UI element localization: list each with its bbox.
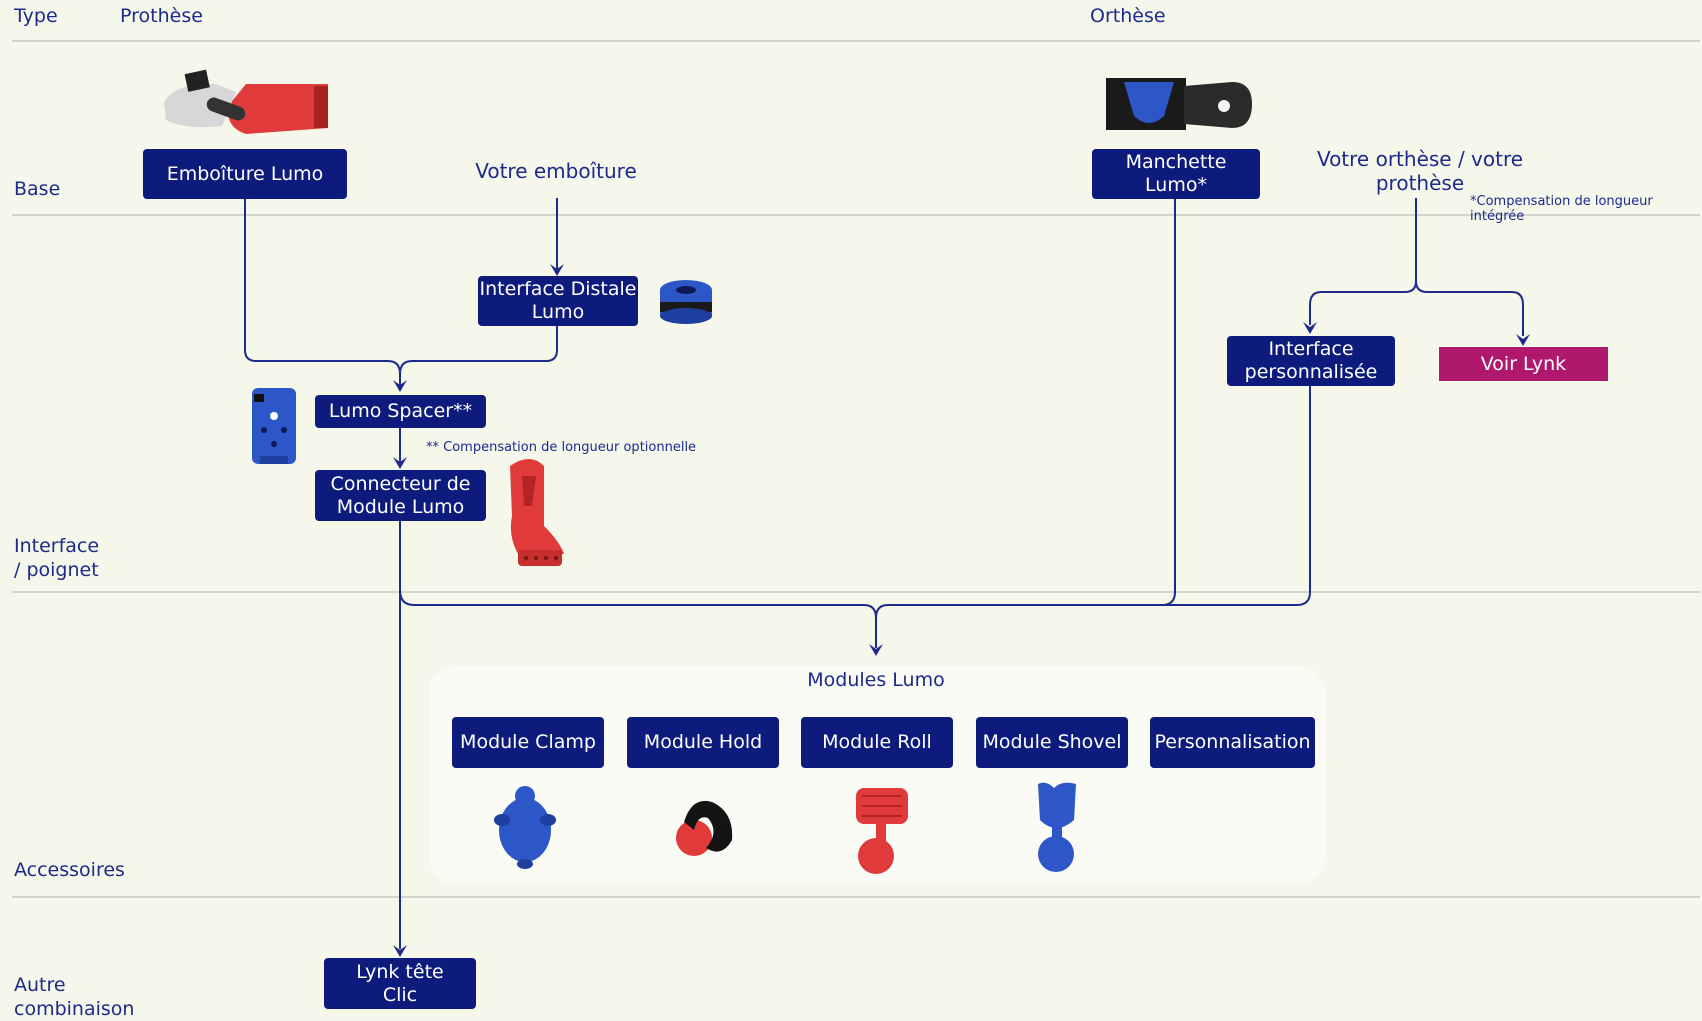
connecteur-module-node[interactable]: Connecteur de Module Lumo bbox=[315, 470, 486, 521]
lumo-spacer-node[interactable]: Lumo Spacer** bbox=[315, 395, 486, 428]
lumo-spacer-image bbox=[252, 388, 296, 464]
arrow-to-interface-distale bbox=[550, 264, 564, 276]
accessoires-row-label: Accessoires bbox=[14, 859, 125, 881]
modules-lumo-title: Modules Lumo bbox=[807, 669, 945, 691]
module-shovel-node[interactable]: Module Shovel bbox=[976, 717, 1128, 768]
interface-distale-image bbox=[660, 280, 712, 324]
manchette-lumo-node[interactable]: Manchette Lumo* bbox=[1092, 149, 1260, 199]
lynk-tete-clic-node[interactable]: Lynk tête Clic bbox=[324, 958, 476, 1009]
connector-orthese-to-perso bbox=[1309, 198, 1417, 325]
connector-to-modules-left bbox=[399, 589, 877, 648]
arrow-to-lynk bbox=[393, 945, 407, 957]
votre-orthese-label: Votre orthèse / votre prothèse bbox=[1316, 147, 1524, 195]
divider-base bbox=[12, 214, 1700, 216]
connector-emboiture-to-spacer bbox=[244, 198, 401, 388]
connector-interface-to-spacer bbox=[399, 326, 558, 375]
emboiture-lumo-node[interactable]: Emboîture Lumo bbox=[143, 149, 347, 199]
arrow-to-interface-perso bbox=[1303, 322, 1317, 334]
type-column-label: Type bbox=[14, 5, 58, 27]
module-shovel-image bbox=[1038, 782, 1076, 872]
module-hold-node[interactable]: Module Hold bbox=[627, 717, 779, 768]
connector-perso-to-modules bbox=[888, 385, 1311, 606]
base-row-label: Base bbox=[14, 178, 61, 200]
divider-header bbox=[12, 40, 1700, 42]
orthese-column-label: Orthèse bbox=[1090, 5, 1166, 27]
votre-emboiture-label: Votre emboîture bbox=[475, 159, 637, 183]
divider-interface bbox=[12, 591, 1700, 593]
arrow-to-voir-lynk bbox=[1516, 334, 1530, 346]
interface-row-label: Interface / poignet bbox=[14, 535, 100, 581]
interface-personnalisee-node[interactable]: Interface personnalisée bbox=[1227, 336, 1395, 386]
arrow-to-modules bbox=[869, 644, 883, 656]
interface-distale-node[interactable]: Interface Distale Lumo bbox=[478, 276, 638, 326]
personnalisation-node[interactable]: Personnalisation bbox=[1150, 717, 1315, 768]
module-clamp-node[interactable]: Module Clamp bbox=[452, 717, 604, 768]
module-roll-node[interactable]: Module Roll bbox=[801, 717, 953, 768]
autre-row-label: Autre combinaison bbox=[14, 974, 135, 1020]
arrow-to-connecteur bbox=[393, 457, 407, 469]
voir-lynk-button[interactable]: Voir Lynk bbox=[1439, 347, 1608, 381]
prothese-column-label: Prothèse bbox=[120, 5, 203, 27]
manchette-orthosis-image bbox=[1106, 78, 1252, 130]
compensation-optionnelle-note: ** Compensation de longueur optionnelle bbox=[426, 440, 697, 455]
connector-orthese-to-lynk bbox=[1415, 280, 1524, 336]
arrow-to-spacer bbox=[393, 380, 407, 392]
connecteur-module-image bbox=[510, 459, 564, 566]
compensation-integree-note: *Compensation de longueur intégrée bbox=[1470, 194, 1653, 224]
module-roll-image bbox=[856, 788, 908, 874]
divider-accessoires bbox=[12, 896, 1700, 898]
emboiture-prosthesis-image bbox=[164, 69, 328, 134]
module-hold-image bbox=[676, 800, 733, 856]
connector-manchette-to-modules bbox=[875, 198, 1176, 619]
module-clamp-image bbox=[494, 786, 556, 869]
